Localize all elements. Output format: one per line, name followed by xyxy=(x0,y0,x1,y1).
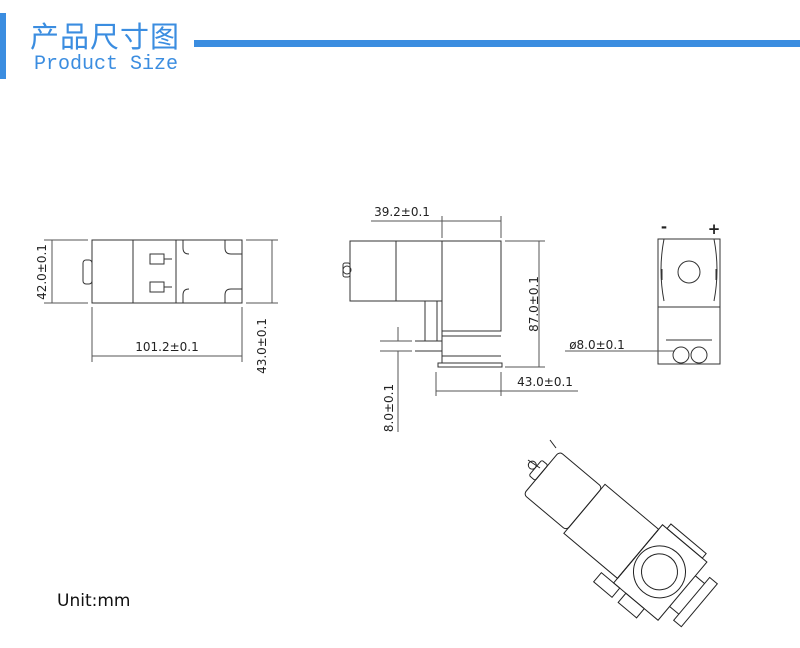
front-dimension-lines xyxy=(44,239,278,362)
terminal-negative-label: - xyxy=(661,218,667,236)
header-rule xyxy=(194,40,800,47)
dim-side-offset: 39.2±0.1 xyxy=(374,205,430,219)
dim-front-width: 43.0±0.1 xyxy=(255,318,269,374)
dim-front-length: 101.2±0.1 xyxy=(135,340,199,354)
dim-side-height: 87.0±0.1 xyxy=(527,276,541,332)
unit-label: Unit:mm xyxy=(57,591,131,611)
page-title-english: Product Size xyxy=(34,53,179,76)
terminal-positive-label: + xyxy=(708,220,721,238)
header-accent-bar xyxy=(0,13,6,79)
end-view xyxy=(657,238,721,365)
isometric-view xyxy=(524,439,719,628)
dim-front-height: 42.0±0.1 xyxy=(35,244,49,300)
dim-end-port-diameter: ø8.0±0.1 xyxy=(569,338,625,352)
side-view xyxy=(342,240,503,368)
page-title-chinese: 产品尺寸图 xyxy=(30,20,181,54)
dim-side-port: 8.0±0.1 xyxy=(382,384,396,432)
side-dimension-lines xyxy=(371,216,578,432)
front-view xyxy=(82,239,243,304)
dim-side-base: 43.0±0.1 xyxy=(517,375,573,389)
